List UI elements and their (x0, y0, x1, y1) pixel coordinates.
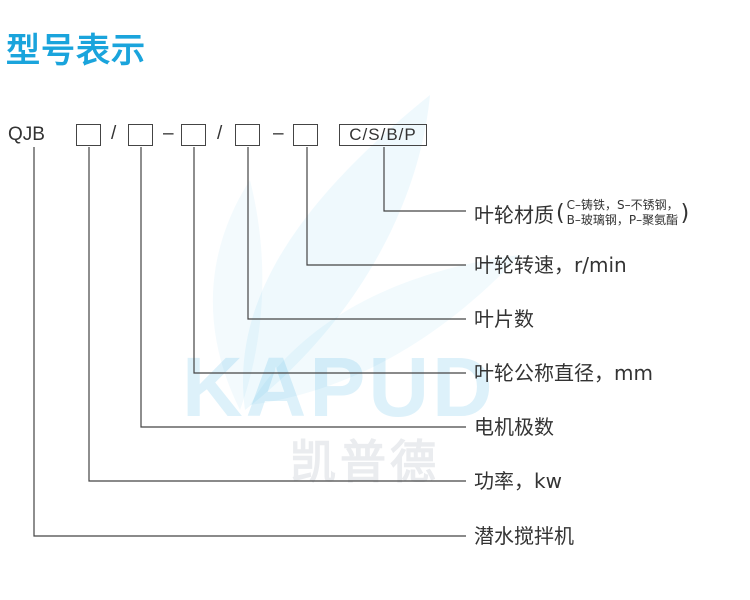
placeholder-box-poles (128, 124, 153, 146)
label-diameter: 叶轮公称直径，mm (474, 361, 653, 385)
paren-close: ) (680, 200, 690, 226)
placeholder-box-power (76, 124, 101, 146)
material-options-line2: B–玻璃钢，P–聚氨酯 (566, 213, 679, 227)
separator-slash: / (217, 123, 223, 144)
label-type: 潜水搅拌机 (474, 524, 574, 548)
placeholder-box-blades (235, 124, 260, 146)
placeholder-box-speed (293, 124, 318, 146)
label-poles: 电机极数 (474, 415, 554, 439)
watermark-brand-cn: 凯普德 (290, 435, 440, 489)
separator-dash: – (273, 123, 284, 144)
placeholder-box-diameter (181, 124, 206, 146)
label-material-text: 叶轮材质 (474, 202, 554, 227)
label-power: 功率，kw (474, 469, 562, 493)
material-options-list: C–铸铁，S–不锈钢， B–玻璃钢，P–聚氨酯 (567, 198, 679, 228)
leader-line-power (88, 147, 466, 482)
leader-line-poles (140, 147, 466, 428)
label-speed: 叶轮转速，r/min (474, 253, 627, 277)
model-prefix: QJB (8, 124, 45, 145)
leader-line-material (383, 147, 466, 212)
leader-line-type (33, 147, 466, 537)
leader-line-diameter (193, 147, 466, 374)
separator-slash: / (111, 123, 117, 144)
leader-line-speed (306, 147, 466, 266)
watermark-brand: KAPUD (182, 340, 496, 434)
paren-open: ( (556, 200, 565, 226)
material-options-line1: C–铸铁，S–不锈钢， (566, 198, 679, 212)
separator-dash: – (163, 123, 174, 144)
label-blades: 叶片数 (474, 307, 534, 331)
page-title: 型号表示 (6, 31, 146, 71)
material-options-box: C/S/B/P (339, 124, 427, 146)
leader-line-blades (247, 147, 466, 320)
label-material: 叶轮材质 ( C–铸铁，S–不锈钢， B–玻璃钢，P–聚氨酯 ) (474, 196, 691, 230)
